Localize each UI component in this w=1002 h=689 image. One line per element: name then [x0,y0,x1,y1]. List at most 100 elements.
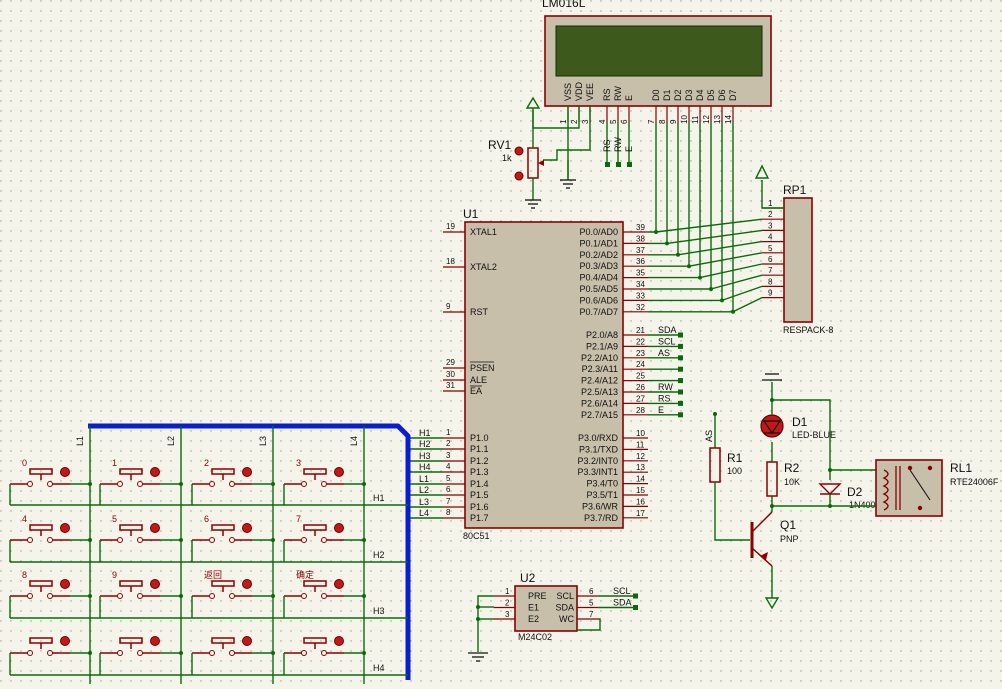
key-label: 6 [204,514,209,524]
keypad-col-label: L3 [258,436,268,446]
u1-pin-name: P3.7/RD [584,513,619,523]
rp1-wire [710,274,763,290]
u1-pin-name: PSEN [470,363,495,373]
keypad-button[interactable]: 5 [99,514,183,562]
lcd-pin-name: D4 [695,89,705,101]
r2-ref: R2 [784,461,800,475]
u1-pin-name: P0.4/AD4 [579,273,618,283]
keypad-button[interactable]: 确定 [283,569,366,618]
probe-icon [150,523,160,533]
net-terminal [633,593,638,599]
u2-pin-name: WC [559,614,574,624]
u1-pin-name: P2.1/A9 [586,341,618,351]
keypad-button[interactable]: 0 [9,458,92,505]
keypad-button[interactable] [9,636,92,676]
rv1-potentiometer[interactable]: RV1 1k [488,128,544,209]
rp1-pin-number: 6 [768,255,773,264]
probe-icon [150,579,160,589]
key-label: 4 [22,514,27,524]
keypad-button[interactable]: 9 [99,570,183,618]
u1-pin-number: 6 [446,485,451,494]
junction-dot [362,482,366,486]
u1-left-pins: 19XTAL118XTAL29RST29PSEN30ALE31EA1P1.02P… [408,222,497,523]
net-terminal [678,389,683,395]
keypad-col-label: L4 [349,436,359,446]
probe-icon [150,636,160,646]
keypad-button[interactable]: 返回 [191,569,275,618]
lcd-pin-name: RS [602,88,612,101]
junction-dot [362,538,366,542]
key-terminal [229,537,235,543]
lcd-ref: LM016L [542,0,586,10]
u1-pin-number: 22 [636,337,645,346]
junction-dot [179,538,183,542]
u1-pin-number: 17 [636,509,645,518]
keypad-button[interactable]: 8 [9,570,92,618]
rp1-wire [666,229,763,245]
keypad-button[interactable] [191,636,275,676]
u1-pin-number: 23 [636,349,645,358]
lcd-display[interactable]: LM016L VSS1VDD2VEE3RS4RW5E6D07D18D29D310… [542,0,772,124]
keypad-button[interactable]: 7 [283,514,366,562]
u2-pin-name: E1 [528,603,539,613]
net-terminal [678,366,683,372]
u1-pin-name: P1.0 [470,433,489,443]
rp1-part: RESPACK-8 [783,325,833,335]
u1-pin-number: 36 [636,257,645,266]
u1-microcontroller[interactable]: U1 80C51 19XTAL118XTAL29RST29PSEN30ALE31… [408,207,683,541]
relay-driver[interactable]: AS R1 100 Q1 PNP R2 10K D1 LED-BLUE [704,373,999,610]
rp1-pin-number: 1 [768,199,773,208]
lcd-pin-name: VSS [563,83,573,101]
lcd-pin-number: 9 [669,119,678,124]
u1-pin-name: XTAL2 [470,262,497,272]
rp1-wire [721,285,763,302]
lcd-pins: VSS1VDD2VEE3RS4RW5E6D07D18D29D310D411D51… [559,81,738,124]
net-terminal [616,162,621,167]
keypad-button[interactable] [99,636,183,676]
lcd-pin-number: 6 [620,119,629,124]
u1-pin-name: P3.4/T0 [586,479,618,489]
u1-pin-name: P1.5 [470,490,489,500]
key-label: 2 [204,458,209,468]
keypad-button[interactable]: 3 [283,458,366,505]
lcd-pin-name: D7 [728,89,738,101]
u1-pin-number: 16 [636,497,645,506]
rv1-value: 1k [502,153,512,163]
rp1-ref: RP1 [783,183,807,197]
lcd-pin-name: D1 [662,89,672,101]
power-arrow-icon [525,96,541,128]
u1-pin-name: P0.3/AD3 [579,261,618,271]
junction-dot [654,230,658,234]
lcd-pin-name: D6 [717,89,727,101]
key-label: 8 [22,570,27,580]
junction-dot [731,309,735,314]
junction-dot [88,651,92,655]
keypad-button[interactable]: 2 [191,458,275,505]
probe-icon [60,579,70,589]
keypad-button[interactable]: 4 [9,514,92,562]
keypad-button[interactable] [283,636,366,676]
key-terminal [301,481,307,487]
keypad-button[interactable]: 1 [99,458,183,505]
p1-net-label: L3 [419,497,429,507]
lcd-pin-name: D0 [651,89,661,101]
u2-pin-name: SDA [555,603,574,613]
key-terminal [209,537,215,543]
net-terminal [678,355,683,361]
junction-dot [362,651,366,655]
keypad-button[interactable]: 6 [191,514,275,562]
q1-part: PNP [780,534,799,544]
u1-pin-number: 27 [636,394,645,403]
key-terminal [27,593,33,599]
u1-pin-name: P0.6/AD6 [579,295,618,305]
u1-pin-number: 9 [446,302,451,311]
probe-icon [60,523,70,533]
ground-arrow-icon [764,597,780,610]
u1-part: 80C51 [463,531,490,541]
u2-pin-number: 2 [505,599,510,608]
key-terminal [209,593,215,599]
